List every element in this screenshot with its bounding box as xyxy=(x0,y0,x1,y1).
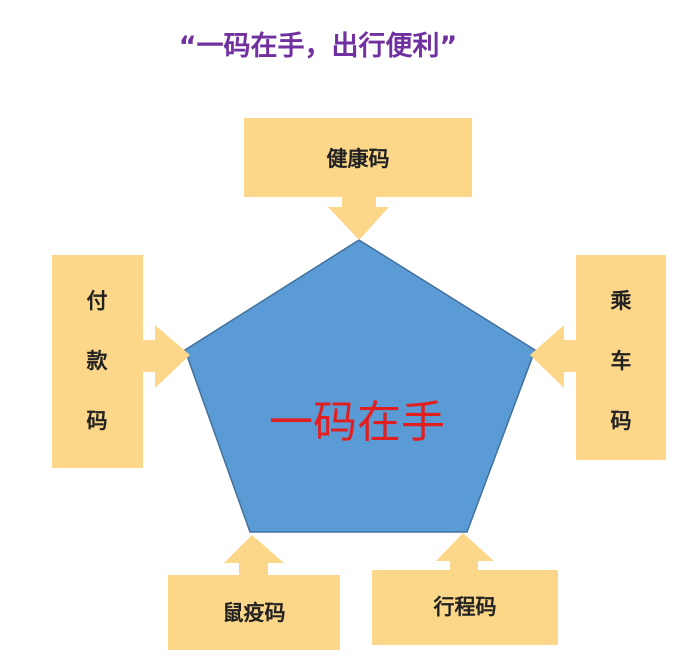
label-payment-code-3: 码 xyxy=(87,409,108,433)
label-payment-code-2: 款 xyxy=(87,349,109,373)
label-ride-code-2: 车 xyxy=(611,349,632,373)
label-trip-code: 行程码 xyxy=(433,595,497,619)
arrow-up-icon xyxy=(436,533,494,570)
label-plague-code: 鼠疫码 xyxy=(223,601,286,625)
box-plague-code xyxy=(168,575,340,650)
box-health-code xyxy=(244,118,472,197)
arrow-up-icon xyxy=(224,535,284,575)
title: “一码在手，出行便利” xyxy=(179,30,458,62)
center-pentagon xyxy=(184,239,536,533)
label-payment-code-1: 付 xyxy=(87,289,108,313)
box-payment-code xyxy=(52,255,143,468)
arrow-down-icon xyxy=(328,197,389,240)
box-ride-code xyxy=(576,255,666,460)
label-ride-code-3: 码 xyxy=(611,409,632,433)
label-ride-code-1: 乘 xyxy=(610,289,632,313)
box-trip-code xyxy=(372,570,558,645)
label-health-code: 健康码 xyxy=(327,147,390,171)
center-label: 一码在手 xyxy=(269,397,445,448)
arrow-left-icon xyxy=(530,325,576,388)
arrow-right-icon xyxy=(143,325,190,388)
